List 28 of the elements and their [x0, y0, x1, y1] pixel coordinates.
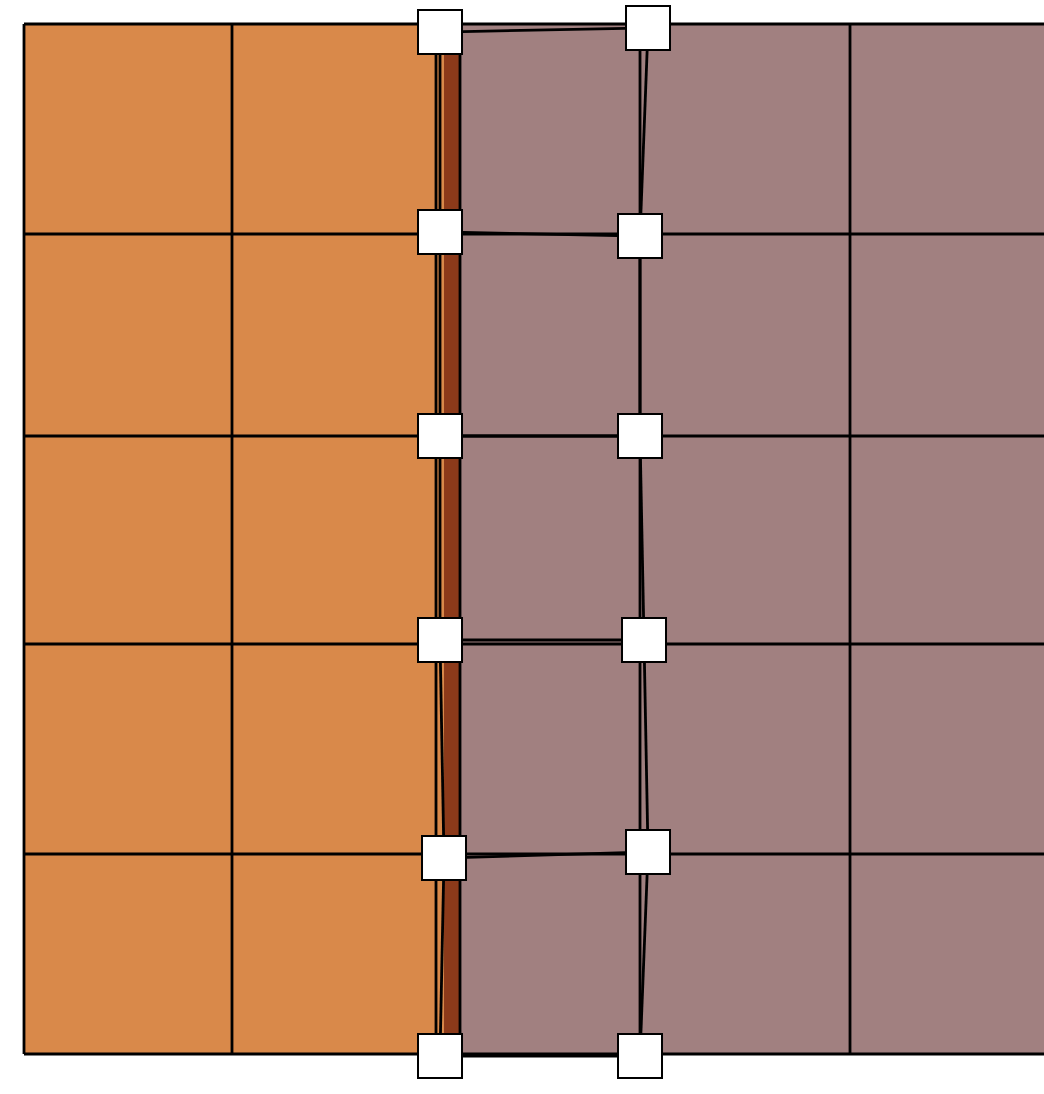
marker-square	[417, 617, 463, 663]
marker-square	[617, 1033, 663, 1079]
mesh-line	[463, 1054, 617, 1058]
mesh-line	[638, 259, 642, 413]
marker-square	[417, 209, 463, 255]
marker-square	[417, 1033, 463, 1079]
marker-square	[621, 617, 667, 663]
marker-square	[625, 5, 671, 51]
mesh-line	[463, 638, 621, 642]
marker-square	[625, 829, 671, 875]
marker-square	[617, 413, 663, 459]
mesh-line	[439, 662, 445, 836]
mesh-line	[639, 458, 645, 617]
mesh-line	[466, 851, 626, 859]
mesh-line	[643, 662, 649, 830]
mesh-line	[463, 27, 626, 33]
mesh-line	[639, 874, 649, 1034]
mesh-line	[439, 880, 445, 1034]
mesh-line	[438, 459, 442, 617]
mesh-line	[438, 255, 442, 413]
mesh-line	[463, 231, 618, 237]
mesh-line	[438, 55, 442, 209]
mesh-line	[639, 50, 649, 214]
marker-square	[417, 9, 463, 55]
marker-square	[417, 413, 463, 459]
marker-square	[617, 213, 663, 259]
mesh-line	[463, 434, 617, 438]
marker-square	[421, 835, 467, 881]
